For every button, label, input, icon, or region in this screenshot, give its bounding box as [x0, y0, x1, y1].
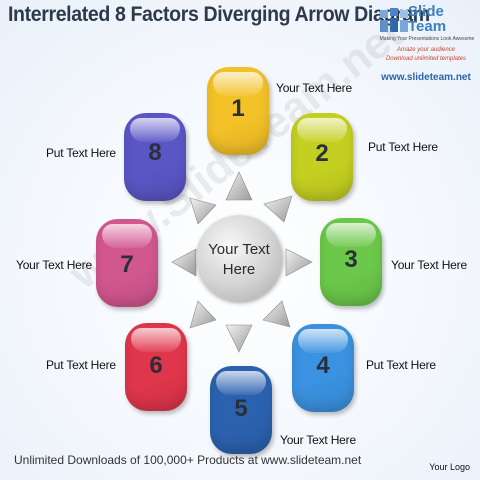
logo-tagline: Making Your Presentations Look Awesome: [379, 36, 475, 42]
factor-number-2: 2: [315, 140, 329, 167]
factor-number-6: 6: [149, 352, 163, 379]
arrow-upright-icon: [263, 195, 293, 223]
arrow-left-icon: [171, 248, 197, 277]
factor-tile-8[interactable]: [124, 113, 186, 201]
factor-tile-6[interactable]: [125, 323, 187, 411]
arrow-upleft-icon: [189, 197, 217, 225]
factor-tile-1[interactable]: [207, 67, 269, 155]
factor-number-3: 3: [344, 246, 358, 273]
logo-line-2: Download unlimited templates: [385, 56, 467, 62]
factor-label-6: Put Text Here: [46, 358, 116, 372]
factor-label-4: Put Text Here: [366, 358, 436, 372]
arrow-downright-icon: [262, 300, 291, 328]
factor-label-2: Put Text Here: [368, 140, 438, 154]
logo-name: Slide Team: [408, 3, 447, 35]
arrow-up-icon: [225, 171, 253, 201]
factor-label-5: Your Text Here: [280, 433, 356, 447]
factor-number-4: 4: [316, 352, 330, 379]
factor-tile-7[interactable]: [96, 219, 158, 307]
factor-tile-2[interactable]: [291, 113, 353, 201]
factor-tile-4[interactable]: [292, 324, 354, 412]
factor-tile-5[interactable]: [210, 366, 272, 454]
slideteam-logo: Slide Team Making Your Presentations Loo…: [372, 2, 476, 86]
factor-label-8: Put Text Here: [46, 146, 116, 160]
factor-tile-3[interactable]: [320, 218, 382, 306]
factor-label-3: Your Text Here: [391, 258, 467, 272]
factor-number-7: 7: [120, 251, 134, 278]
diagram-title: Interrelated 8 Factors Diverging Arrow D…: [8, 3, 430, 26]
factor-label-7: Your Text Here: [16, 258, 92, 272]
center-hub[interactable]: [196, 215, 282, 301]
logo-line-1: Amaze your audience: [396, 47, 456, 53]
your-logo-placeholder: Your Logo: [429, 462, 470, 472]
arrow-down-icon: [225, 324, 253, 353]
factor-number-5: 5: [234, 395, 248, 422]
team-figures-icon: [380, 8, 408, 32]
footer-text: Unlimited Downloads of 100,000+ Products…: [14, 453, 362, 467]
arrow-downleft-icon: [189, 300, 217, 329]
factor-number-8: 8: [148, 139, 162, 166]
arrow-right-icon: [285, 248, 313, 277]
factor-label-1: Your Text Here: [276, 81, 352, 95]
logo-url[interactable]: www.slideteam.net: [381, 72, 471, 83]
factor-number-1: 1: [231, 95, 245, 122]
